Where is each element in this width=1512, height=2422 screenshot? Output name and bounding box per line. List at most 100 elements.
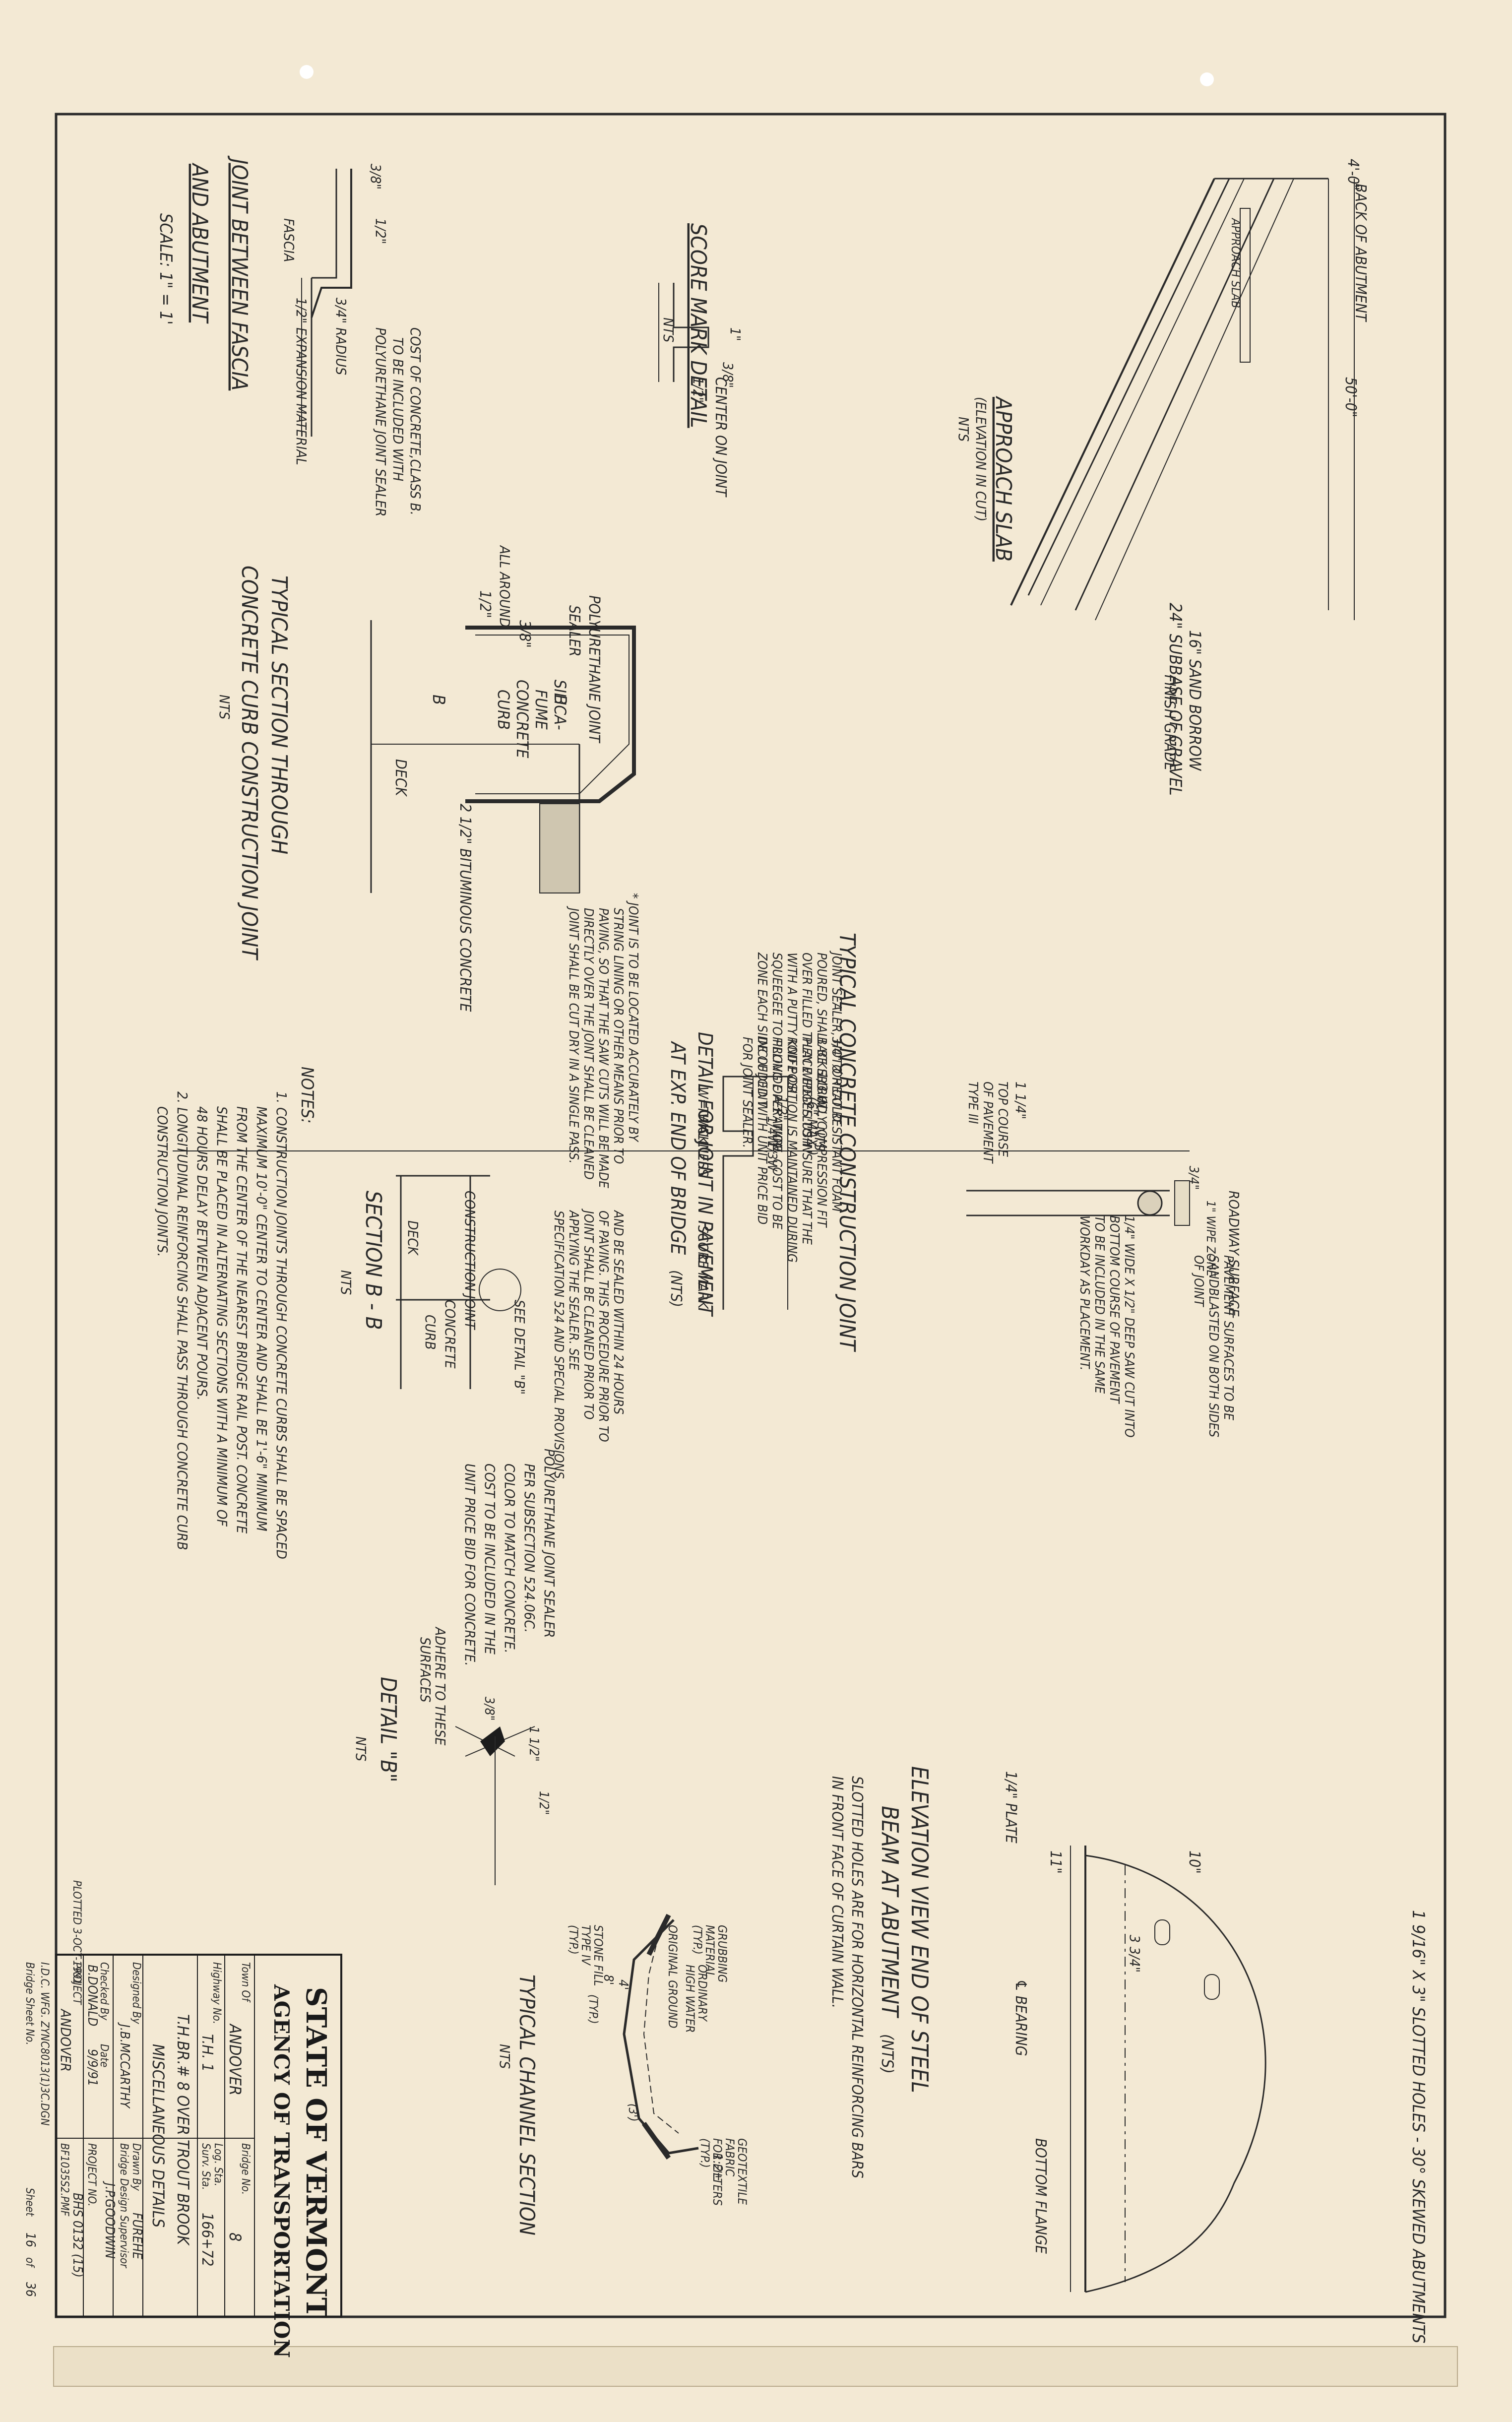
approach-slab-label: APPROACH SLAB <box>1229 217 1243 308</box>
svg-text:(TYP.): (TYP.) <box>567 1925 580 1955</box>
curb-scale: NTS <box>216 695 233 719</box>
svg-text:CONSTRUCTION JOINTS.: CONSTRUCTION JOINTS. <box>154 1106 171 1257</box>
state-title: STATE OF VERMONT <box>300 1987 332 2318</box>
thickness-label: THICKNESS <box>695 1106 711 1177</box>
bb-see-detail: SEE DETAIL "B" <box>511 1300 528 1395</box>
construction-joint-title: TYPICAL CONCRETE CONSTRUCTION JOINT <box>834 933 860 1352</box>
channel-section-diagram: ORIGINAL GROUND GRUBBING MATERIAL (TYP.)… <box>497 1913 749 2235</box>
dim-11-label: 11" <box>1047 1850 1064 1874</box>
steel-beam-note-1: SLOTTED HOLES ARE FOR HORIZONTAL REINFOR… <box>848 1776 866 2178</box>
all-around-label: ALL AROUND <box>497 545 513 628</box>
file-label: I.D.C. WFG. ZYNC8013(1)3C.DGN <box>38 1962 51 2126</box>
svg-text:TYPE III: TYPE III <box>965 1082 980 1124</box>
back-of-abutment-label: BACK OF ABUTMENT <box>1352 184 1369 322</box>
channel-dim-4: 4' <box>616 1979 630 1990</box>
svg-text:JOINT SHALL BE CUT DRY IN A SI: JOINT SHALL BE CUT DRY IN A SINGLE PASS. <box>566 906 581 1164</box>
grubbing-label: GRUBBING MATERIAL (TYP.) <box>691 1925 729 1982</box>
steel-beam-title-1: ELEVATION VIEW END OF STEEL <box>906 1766 933 2093</box>
high-water-label: ORDINARY HIGH WATER <box>683 1965 709 2033</box>
section-bb-diagram: CONSTRUCTION JOINT DECK CONCRETE CURB SE… <box>338 1175 528 1395</box>
svg-text:FOR JOINT SEALER.: FOR JOINT SEALER. <box>740 1037 755 1148</box>
bottom-flange-label: BOTTOM FLANGE <box>1032 2138 1049 2254</box>
curb-dim-3-8: 3/8" <box>516 620 533 648</box>
svg-text:FOR FILTERS: FOR FILTERS <box>710 2138 724 2206</box>
date-value: 9/9/91 <box>85 2049 100 2086</box>
agency-title: AGENCY OF TRANSPORTATION <box>269 1984 294 2358</box>
punch-hole <box>300 65 314 79</box>
approach-slab-subtitle: (ELEVATION IN CUT) <box>973 397 989 521</box>
project-no-value: BHS 0132 (15) <box>70 2193 85 2278</box>
slotted-holes-label: 1 9/16" X 3" SLOTTED HOLES - 30° SKEWED … <box>1408 1910 1428 2344</box>
detail-b-1-half: 1 1/2" <box>526 1726 541 1762</box>
cj-half-in-label: 1/2" <box>774 1096 789 1120</box>
project-no-label: PROJECT NO. <box>85 2143 98 2207</box>
svg-text:COLOR TO MATCH CONCRETE.: COLOR TO MATCH CONCRETE. <box>502 1464 518 1654</box>
dim-10-label: 10" <box>1186 1850 1203 1874</box>
plate-label: 1/4" PLATE <box>1002 1771 1019 1844</box>
wipe-zone-label: 1" WIPE ZONE <box>1204 1201 1218 1277</box>
roadway-surface-label: ROADWAY SURFACE <box>1226 1191 1242 1317</box>
drawing-border <box>55 113 1447 2318</box>
bearing-label: ℄ BEARING <box>1012 1979 1029 2056</box>
notes-block: NOTES: 1. CONSTRUCTION JOINTS THROUGH CO… <box>154 1067 317 1559</box>
svg-text:TO BE INCLUDED IN THE SAME: TO BE INCLUDED IN THE SAME <box>1092 1215 1107 1394</box>
score-half-in-label: 1/2" <box>690 377 706 403</box>
highway-value: T.H. 1 <box>198 2034 216 2072</box>
score-mark-scale: NTS <box>660 318 677 342</box>
svg-text:POLYURETHANE JOINT SEALER: POLYURETHANE JOINT SEALER <box>541 1449 558 1638</box>
pavement-star-note: * JOINT IS TO BE LOCATED ACCURATELY BY S… <box>551 893 640 1482</box>
pavement-top-course: 1 1/4" TOP COURSE OF PAVEMENT TYPE III <box>965 1082 1029 1164</box>
svg-text:ROD POSITION IS MAINTAINED DUR: ROD POSITION IS MAINTAINED DURING <box>784 1037 799 1263</box>
svg-text:PER SUBSECTION 524.06C.: PER SUBSECTION 524.06C. <box>521 1464 538 1633</box>
svg-text:COST TO BE INCLUDED IN THE: COST TO BE INCLUDED IN THE <box>482 1464 498 1655</box>
bb-concrete-1: CONCRETE <box>442 1300 458 1369</box>
fascia-dim-3-8: 3/8" <box>368 164 384 190</box>
dim-3-3-4-label: 3 3/4" <box>1127 1935 1143 1973</box>
original-ground-label: ORIGINAL GROUND <box>666 1925 680 2029</box>
svg-text:HIGH WATER: HIGH WATER <box>683 1965 697 2033</box>
cj-score-mark-label: SCORE MARK <box>695 1225 711 1310</box>
detail-b-3-8: 3/8" <box>482 1697 497 1721</box>
pavement-joint-diagram: JOINT SEALER, HOT OR COLD POURED, SHALL … <box>173 893 1242 1482</box>
pavement-sealer-note: JOINT SEALER, HOT OR COLD POURED, SHALL … <box>755 951 844 1152</box>
pavement-title-1: DETAIL FOR JOINT IN PAVEMENT <box>693 1032 716 1317</box>
finish-grade-label: FINISH GRADE <box>1161 675 1178 771</box>
svg-text:APPLYING THE SEALER. SEE: APPLYING THE SEALER. SEE <box>566 1210 581 1370</box>
curb-joint-diagram: POLYURETHANE JOINT SEALER 3/8" 1/2" ALL … <box>216 545 636 1012</box>
sand-borrow-label: 16" SAND BORROW <box>1186 630 1204 771</box>
fascia-dim-half: 1/2" <box>373 218 389 244</box>
third-w2-label: 1/3W <box>764 1141 779 1172</box>
curb-deck-label: DECK <box>392 759 409 797</box>
third-w-label: 1/3 W <box>814 1072 830 1109</box>
quarter-w-label: 1/4W <box>764 1116 779 1147</box>
project-value: ANDOVER <box>58 2008 74 2072</box>
file-no-value: BF1035S2.PMF <box>58 2143 70 2217</box>
svg-text:TYPE IV: TYPE IV <box>579 1925 593 1966</box>
approach-slab-diagram: BACK OF ABUTMENT 4'-0" 50'-0" APPROACH S… <box>955 159 1369 796</box>
svg-text:1. CONSTRUCTION JOINTS THROUG: 1. CONSTRUCTION JOINTS THROUGH CONCRETE … <box>273 1091 290 1559</box>
fascia-title-2: AND ABUTMENT <box>187 162 212 324</box>
fascia-title-1: JOINT BETWEEN FASCIA <box>227 155 252 390</box>
svg-text:(TYP.): (TYP.) <box>691 1925 704 1955</box>
svg-text:AND BE SEALED WITHIN 24 HOURS: AND BE SEALED WITHIN 24 HOURS <box>611 1210 626 1414</box>
svg-text:INCLUDED WITH UNIT PRICE BID: INCLUDED WITH UNIT PRICE BID <box>755 1037 769 1224</box>
town-label: Town Of <box>239 1962 252 2003</box>
designed-label: Designed By <box>130 1962 142 2024</box>
fascia-sealer-note-3: COST OF CONCRETE,CLASS B. <box>407 327 424 515</box>
bridge-no-label: Bridge No. <box>239 2143 252 2195</box>
svg-text:FROM THE CENTER OF THE NEAREST: FROM THE CENTER OF THE NEAREST BRIDGE RA… <box>234 1106 250 1533</box>
date-label: Date <box>98 2044 110 2067</box>
log-sta-label: Log. Sta. <box>212 2143 224 2186</box>
svg-text:2. LONGITUDINAL REINFORCING S: 2. LONGITUDINAL REINFORCING SHALL PASS T… <box>174 1091 190 1550</box>
pavement-scale: (NTS) <box>667 1270 685 1307</box>
steel-beam-diagram: 1 9/16" X 3" SLOTTED HOLES - 30° SKEWED … <box>828 1766 1428 2344</box>
svg-text:SANDBLASTED ON BOTH SIDES: SANDBLASTED ON BOTH SIDES <box>1206 1255 1221 1437</box>
detail-b-title: DETAIL "B" <box>376 1677 401 1783</box>
fascia-joint-diagram: 3/8" 1/2" POLYURETHANE JOINT SEALER TO B… <box>156 155 424 516</box>
svg-text:PAVEMENT SURFACES TO BE: PAVEMENT SURFACES TO BE <box>1221 1255 1236 1420</box>
sheet-label: Sheet <box>23 2188 36 2217</box>
fascia-sealer-note-1: POLYURETHANE JOINT SEALER <box>373 327 389 516</box>
dim-4ft-label: 4'-0" <box>1344 159 1362 191</box>
